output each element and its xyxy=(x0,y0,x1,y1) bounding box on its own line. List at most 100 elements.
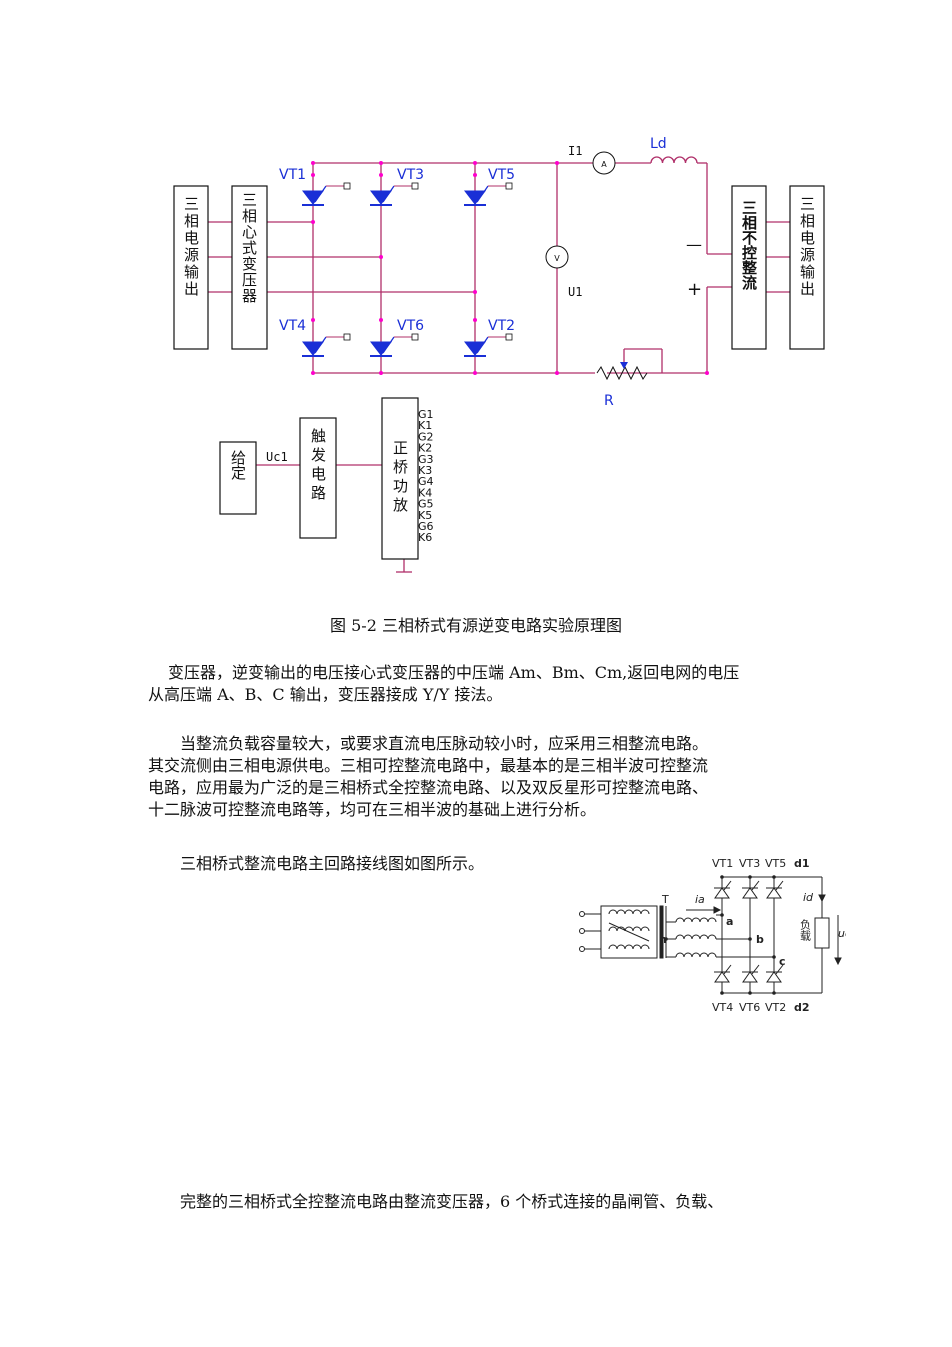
voltmeter-label: U1 xyxy=(568,285,582,299)
top-label-d1: d1 xyxy=(794,857,810,870)
gate-pin-k2: K2 xyxy=(418,442,432,455)
gate-pin-g3: G3 xyxy=(418,453,434,466)
vt5-label: VT5 xyxy=(488,167,515,183)
rectifier-label: 三相不控整流 xyxy=(740,200,758,291)
transformer-label: 三相心式变压器 xyxy=(240,192,258,304)
bridge-node-dot xyxy=(748,991,752,995)
three-phase-source-box-left xyxy=(173,185,209,350)
node-n-label: n xyxy=(659,933,667,946)
vt1-label: VT1 xyxy=(279,167,306,183)
ammeter-label: I1 xyxy=(568,144,582,158)
vt4-label: VT4 xyxy=(279,318,306,334)
ud-label: ud xyxy=(838,927,846,940)
bridge-node-dot xyxy=(772,955,776,959)
node-dot xyxy=(705,371,709,375)
thyristor-icon-vt2 xyxy=(463,333,513,357)
voltmeter-symbol: V xyxy=(554,254,560,263)
inductor-icon xyxy=(650,156,698,164)
id-label: id xyxy=(803,891,814,904)
bridge-thyristor-icon xyxy=(766,880,784,899)
amplifier-box xyxy=(381,397,419,560)
gate-pin-g5: G5 xyxy=(418,498,434,511)
node-dot xyxy=(311,161,315,165)
paragraph-3: 三相桥式整流电路主回路接线图如图所示。 xyxy=(148,853,568,875)
node-dot xyxy=(555,371,559,375)
node-c-label: c xyxy=(779,955,786,968)
top-label-vt3: VT3 xyxy=(739,857,760,870)
node-a-label: a xyxy=(726,915,733,928)
bridge-thyristor-icon xyxy=(714,964,732,983)
bridge-thyristor-icon xyxy=(742,964,760,983)
vt2-label: VT2 xyxy=(488,318,515,334)
gate-pin-g4: G4 xyxy=(418,475,434,488)
left-source-label: 三相电源输出 xyxy=(182,196,200,298)
voltmeter-icon xyxy=(545,245,569,269)
node-dot xyxy=(473,318,477,322)
rectifier-box xyxy=(731,185,767,350)
bridge-node-dot xyxy=(748,875,752,879)
amplifier-label: 正桥功放 xyxy=(391,440,409,516)
gate-pin-k4: K4 xyxy=(418,486,432,499)
node-dot xyxy=(379,161,383,165)
bottom-label-vt6: VT6 xyxy=(739,1001,760,1014)
node-dot xyxy=(311,173,315,177)
rheostat-icon xyxy=(595,362,648,381)
node-b-label: b xyxy=(756,933,764,946)
node-dot xyxy=(555,161,559,165)
bridge-node-dot xyxy=(772,991,776,995)
vt6-label: VT6 xyxy=(397,318,424,334)
load-label: 负载 xyxy=(799,918,812,941)
transformer-box xyxy=(231,185,268,350)
paragraph-4: 完整的三相桥式全控整流电路由整流变压器，6 个桥式连接的晶闸管、负载、 xyxy=(148,1191,820,1213)
thyristor-icon-vt1 xyxy=(301,182,351,206)
inductor-label: Ld xyxy=(650,136,667,152)
resistor-label: R xyxy=(604,393,614,409)
trigger-box xyxy=(299,417,337,539)
bridge-rectifier-diagram: VT1 VT3 VT5 d1 VT4 VT6 VT2 d2 T ia id a … xyxy=(579,857,846,1014)
thyristor-icon-vt5 xyxy=(463,182,513,206)
gate-pin-k5: K5 xyxy=(418,509,432,522)
node-dot xyxy=(311,371,315,375)
paragraph-3-text: 三相桥式整流电路主回路接线图如图所示。 xyxy=(180,854,485,873)
bridge-node-dot xyxy=(720,913,724,917)
three-phase-source-box-right xyxy=(789,185,825,350)
node-dot xyxy=(311,220,315,224)
transformer-t-label: T xyxy=(661,893,669,906)
node-dot xyxy=(473,173,477,177)
node-dot xyxy=(473,371,477,375)
paragraph-2-line-4: 十二脉波可控整流电路等，均可在三相半波的基础上进行分析。 xyxy=(148,800,597,819)
gate-pin-k1: K1 xyxy=(418,419,432,432)
vt3-label: VT3 xyxy=(397,167,424,183)
bridge-node-dot xyxy=(772,875,776,879)
bridge-thyristor-icon xyxy=(714,880,732,899)
gate-pin-g2: G2 xyxy=(418,430,434,443)
node-dot xyxy=(379,318,383,322)
ammeter-icon xyxy=(592,151,616,175)
ia-label: ia xyxy=(695,893,705,906)
node-dot xyxy=(379,371,383,375)
thyristor-icon-vt3 xyxy=(369,182,419,206)
minus-sign: — xyxy=(686,235,702,254)
paragraph-2-line-1: 当整流负载容量较大，或要求直流电压脉动较小时，应采用三相整流电路。 xyxy=(180,734,709,753)
bridge-thyristor-icon xyxy=(766,964,784,983)
top-label-vt1: VT1 xyxy=(712,857,733,870)
right-source-label: 三相电源输出 xyxy=(798,196,816,298)
node-dot xyxy=(473,290,477,294)
bottom-label-vt4: VT4 xyxy=(712,1001,733,1014)
bridge-node-dot xyxy=(720,875,724,879)
paragraph-1-line-2: 从高压端 A、B、C 输出，变压器接成 Y/Y 接法。 xyxy=(148,685,503,704)
ammeter-symbol: A xyxy=(601,160,607,169)
trigger-label: 触发电路 xyxy=(309,428,327,504)
setpoint-label: 给定 xyxy=(229,450,247,481)
top-label-vt5: VT5 xyxy=(765,857,786,870)
gate-pin-k6: K6 xyxy=(418,531,432,544)
bridge-node-dot xyxy=(720,991,724,995)
figure-caption: 图 5-2 三相桥式有源逆变电路实验原理图 xyxy=(330,616,622,635)
bridge-node-dot xyxy=(664,937,668,941)
bridge-node-dot xyxy=(748,937,752,941)
inverter-circuit-diagram: 三相电源输出 三相心式变压器 三相电源输出 给定 触发电路 正桥功放 三相不控整… xyxy=(173,136,825,573)
thyristor-icon-vt6 xyxy=(369,333,419,357)
paragraph-2: 当整流负载容量较大，或要求直流电压脉动较小时，应采用三相整流电路。 其交流侧由三… xyxy=(148,733,820,821)
setpoint-box xyxy=(219,441,257,515)
